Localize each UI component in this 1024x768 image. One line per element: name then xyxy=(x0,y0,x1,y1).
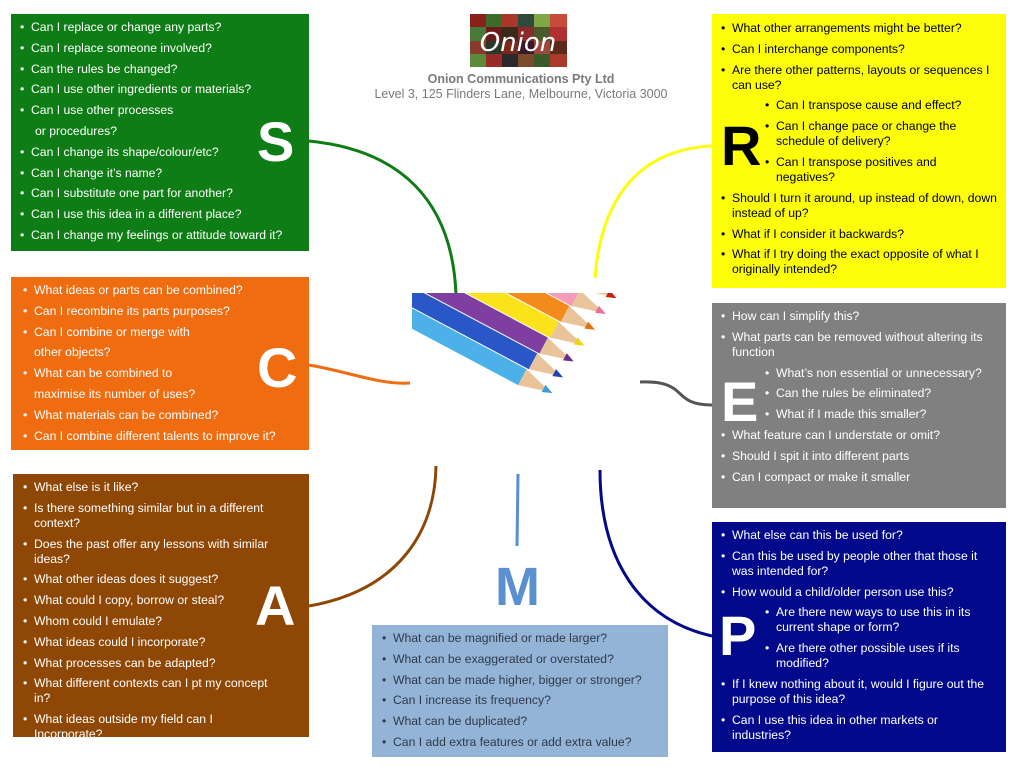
section-s-letter: S xyxy=(257,110,295,173)
connector-a xyxy=(308,465,438,608)
list-item: What’s non essential or unnecessary? xyxy=(764,366,998,381)
list-item: What if I consider it backwards? xyxy=(720,227,998,242)
list-item: Can I add extra features or add extra va… xyxy=(381,735,660,750)
section-p-list: What else can this be used for? Can this… xyxy=(720,528,998,600)
section-r-sublist: Can I transpose cause and effect? Can I … xyxy=(764,98,998,185)
list-item: What other ideas does it suggest? xyxy=(22,572,284,587)
section-a-list: What else is it like? Is there something… xyxy=(22,480,284,742)
list-item: Can I transpose cause and effect? xyxy=(764,98,998,113)
section-e-list: How can I simplify this? What parts can … xyxy=(720,309,998,360)
connector-e xyxy=(639,380,713,407)
list-item: What can be magnified or made larger? xyxy=(381,631,660,646)
section-p-box: What else can this be used for? Can this… xyxy=(712,522,1006,752)
list-item: Can I increase its frequency? xyxy=(381,693,660,708)
list-item: What else is it like? xyxy=(22,480,284,495)
coloured-pencils-image xyxy=(412,293,626,460)
connector-c xyxy=(308,363,411,385)
section-e-box: How can I simplify this? What parts can … xyxy=(712,303,1006,508)
list-item: Can I compact or make it smaller xyxy=(720,470,998,485)
company-address: Level 3, 125 Flinders Lane, Melbourne, V… xyxy=(374,87,668,101)
list-item: What parts can be removed without alteri… xyxy=(720,330,998,360)
list-item: Can the rules be eliminated? xyxy=(764,386,998,401)
section-c-box: What ideas or parts can be combined? Can… xyxy=(11,277,309,450)
section-s-box: Can I replace or change any parts? Can I… xyxy=(11,14,309,251)
list-item: What ideas outside my field can I Incorp… xyxy=(22,712,284,742)
list-item: If I knew nothing about it, would I figu… xyxy=(720,677,998,707)
connector-r xyxy=(593,144,713,279)
list-item: Should I turn it around, up instead of d… xyxy=(720,191,998,221)
section-p-letter: P xyxy=(719,604,757,667)
list-item: Can I substitute one part for another? xyxy=(19,186,301,201)
list-item: Whom could I emulate? xyxy=(22,614,284,629)
list-item: What can be made higher, bigger or stron… xyxy=(381,673,660,688)
list-item: Are there other patterns, layouts or seq… xyxy=(720,63,998,93)
section-c-list: What ideas or parts can be combined? Can… xyxy=(22,283,301,444)
list-item: Are there other possible uses if its mod… xyxy=(764,641,998,671)
onion-logo: Onion xyxy=(470,14,567,67)
section-p-list-after: If I knew nothing about it, would I figu… xyxy=(720,677,998,743)
list-item: What materials can be combined? xyxy=(22,408,301,423)
list-item: Can I change it’s name? xyxy=(19,166,301,181)
list-item: What can be exaggerated or overstated? xyxy=(381,652,660,667)
connector-s xyxy=(308,139,458,295)
section-c-letter: C xyxy=(257,336,298,399)
list-item: or procedures? xyxy=(35,123,117,138)
connector-m xyxy=(515,473,520,547)
list-item: What if I made this smaller? xyxy=(764,407,998,422)
list-item: How would a child/older person use this? xyxy=(720,585,998,600)
list-item: Can I use this idea in other markets or … xyxy=(720,713,998,743)
list-item: What can be combined to xyxy=(22,366,301,381)
list-item: Can I replace someone involved? xyxy=(19,41,301,56)
section-m-letter: M xyxy=(495,557,540,617)
list-item: What ideas or parts can be combined? xyxy=(22,283,301,298)
list-item: Should I spit it into different parts xyxy=(720,449,998,464)
list-item: Does the past offer any lessons with sim… xyxy=(22,537,284,567)
section-a-box: What else is it like? Is there something… xyxy=(13,474,309,741)
list-item: What if I try doing the exact opposite o… xyxy=(720,247,998,277)
list-item: Can I change my feelings or attitude tow… xyxy=(19,228,301,243)
list-item: What could I copy, borrow or steal? xyxy=(22,593,284,608)
company-name: Onion Communications Pty Ltd xyxy=(427,72,615,86)
section-s-list: Can I replace or change any parts? Can I… xyxy=(19,20,301,243)
list-item: Can I use other ingredients or materials… xyxy=(19,82,301,97)
list-item: What other arrangements might be better? xyxy=(720,21,998,36)
section-a-letter: A xyxy=(255,574,296,637)
section-e-list-after: What feature can I understate or omit? S… xyxy=(720,428,998,485)
section-r-list-after: Should I turn it around, up instead of d… xyxy=(720,191,998,278)
list-item: Are there new ways to use this in its cu… xyxy=(764,605,998,635)
list-item: Can I interchange components? xyxy=(720,42,998,57)
list-item: Can I change its shape/colour/etc? xyxy=(19,145,301,160)
section-p-sublist: Are there new ways to use this in its cu… xyxy=(764,605,998,671)
list-item: maximise its number of uses? xyxy=(34,386,196,401)
section-e-letter: E xyxy=(721,370,759,433)
section-m-list: What can be magnified or made larger? Wh… xyxy=(381,631,660,750)
list-item: How can I simplify this? xyxy=(720,309,998,324)
section-r-list: What other arrangements might be better?… xyxy=(720,21,998,93)
section-e-sublist: What’s non essential or unnecessary? Can… xyxy=(764,366,998,423)
list-item: Can I combine or merge with xyxy=(22,325,301,340)
list-item: Can I combine different talents to impro… xyxy=(22,429,301,444)
connector-p xyxy=(598,469,713,638)
list-item: What feature can I understate or omit? xyxy=(720,428,998,443)
list-item: other objects? xyxy=(34,345,111,360)
list-item: What can be duplicated? xyxy=(381,714,660,729)
list-item: What different contexts can I pt my conc… xyxy=(22,676,270,706)
list-item: Can I transpose positives and negatives? xyxy=(764,155,998,185)
section-r-box: What other arrangements might be better?… xyxy=(712,14,1006,288)
list-item: Can I use this idea in a different place… xyxy=(19,207,301,222)
list-item: What else can this be used for? xyxy=(720,528,998,543)
list-item: Can the rules be changed? xyxy=(19,62,301,77)
section-m-box: What can be magnified or made larger? Wh… xyxy=(372,625,668,757)
list-item: Can I use other processes xyxy=(19,103,301,118)
section-r-letter: R xyxy=(721,114,762,177)
list-item: Can this be used by people other that th… xyxy=(720,549,998,579)
svg-text:Onion: Onion xyxy=(480,28,557,58)
list-item: Can I recombine its parts purposes? xyxy=(22,304,301,319)
list-item: What processes can be adapted? xyxy=(22,656,284,671)
list-item: What ideas could I incorporate? xyxy=(22,635,284,650)
list-item: Can I replace or change any parts? xyxy=(19,20,301,35)
list-item: Can I change pace or change the schedule… xyxy=(764,119,998,149)
list-item: Is there something similar but in a diff… xyxy=(22,501,284,531)
